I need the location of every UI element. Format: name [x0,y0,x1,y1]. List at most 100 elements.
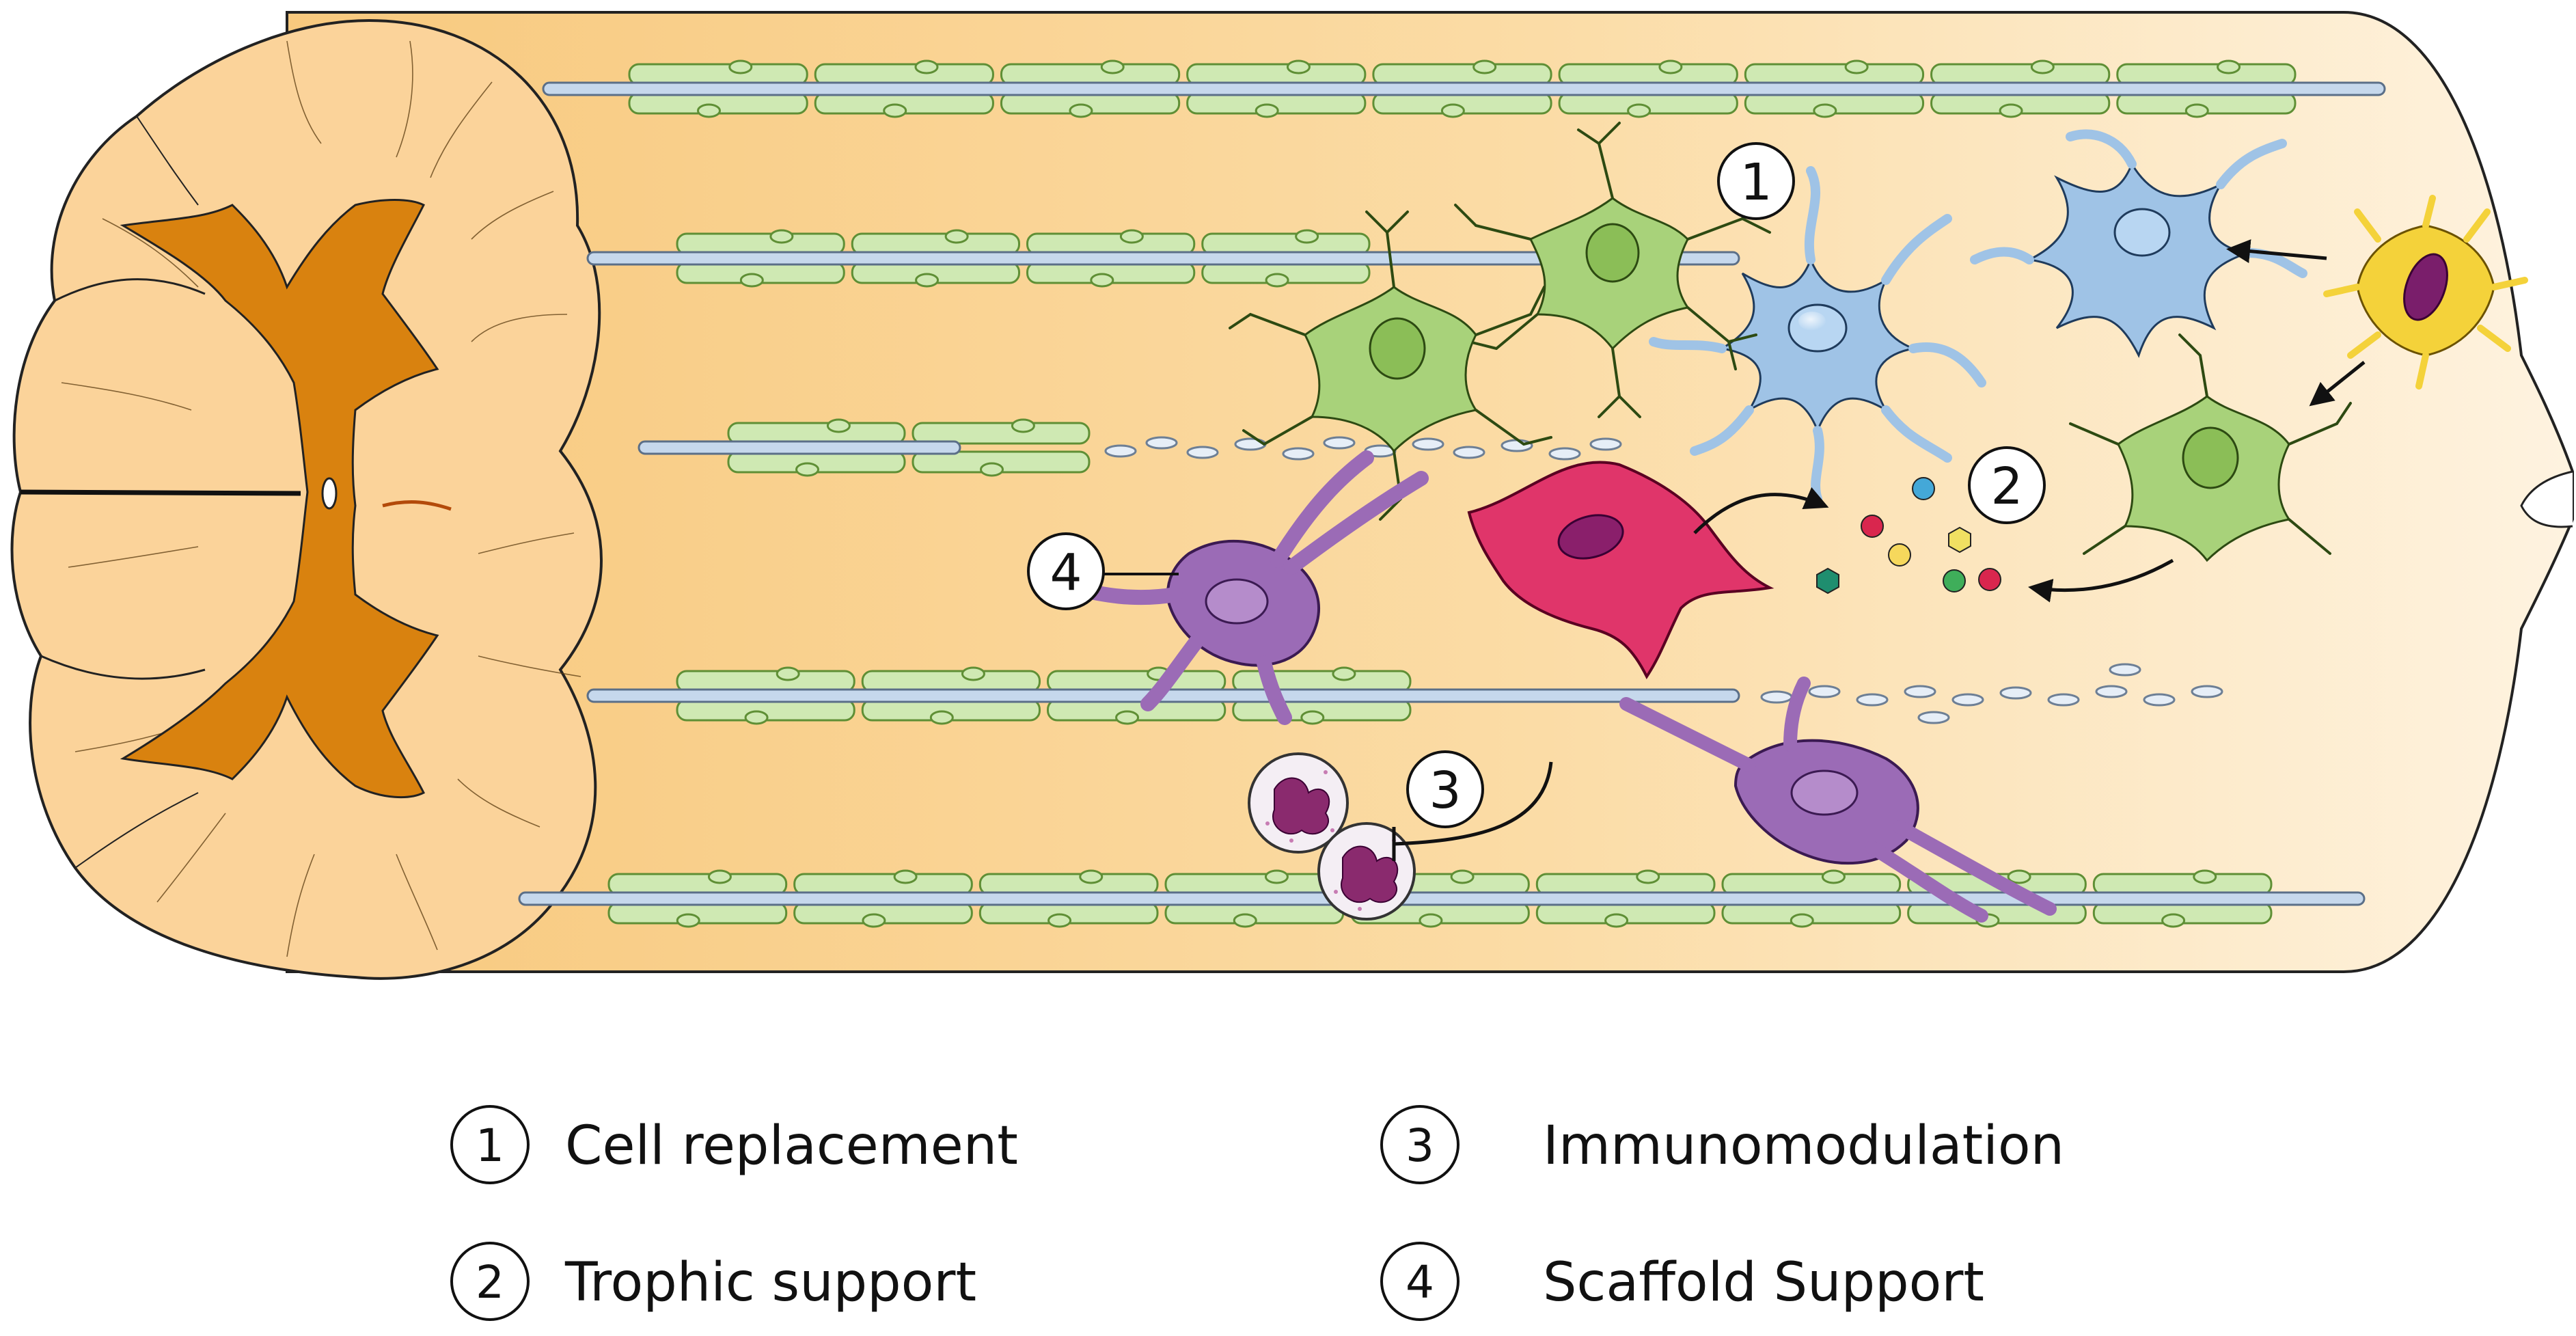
axon-bundle [518,869,2366,928]
debris-fragment [1323,436,1356,450]
activated-stem-cell [2323,195,2528,390]
schwann-nucleus [1627,103,1652,118]
debris-fragment [2143,693,2176,707]
legend-item-3: 3 Immunomodulation [1380,1105,2064,1184]
schwann-nucleus [769,229,794,244]
debris-fragment [1808,685,1841,698]
debris-fragment [1589,437,1622,451]
axon [586,251,1740,266]
axon-bundle [586,229,1740,288]
debris-fragment [1282,447,1315,461]
trophic-factor [1888,543,1911,567]
scaffold-cell-lower [1619,677,2057,923]
schwann-nucleus [1100,59,1125,74]
schwann-nucleus [914,59,939,74]
axon [638,440,961,455]
trophic-factors [1816,477,2001,595]
schwann-nucleus [795,462,819,477]
immune-cell-1 [1248,752,1349,854]
schwann-nucleus [826,418,851,433]
schwann-nucleus [1119,229,1144,244]
schwann-nucleus [776,666,800,681]
axon-layer [518,59,2386,928]
debris-fragment [1856,693,1889,707]
immune-cell-2 [1317,822,1416,921]
schwann-nucleus [1472,59,1497,74]
schwann-nucleus [1255,103,1279,118]
marker-3: 3 [1406,750,1484,828]
axon-bundle [542,59,2386,118]
myelin-sheath [912,422,1091,445]
schwann-nucleus [728,59,753,74]
debris-fragment [2191,685,2223,698]
svg-text:1: 1 [476,1119,504,1172]
debris-fragment [1999,686,2032,700]
svg-text:3: 3 [1429,761,1461,820]
legend-item-4: 4 Scaffold Support [1380,1242,1984,1321]
schwann-nucleus [1286,59,1311,74]
axon-debris [1104,436,2223,724]
macrophage-cell [1467,461,1775,679]
legend-item-2: 2 Trophic support [450,1242,976,1321]
schwann-nucleus [1300,710,1325,725]
schwann-nucleus [1264,869,1289,884]
schwann-nucleus [2007,869,2031,884]
schwann-nucleus [739,273,764,288]
schwann-nucleus [862,913,886,928]
axon [518,891,2366,906]
inhibition-line [1393,761,1553,846]
arrow-macrophage-to-factors [1693,487,1829,534]
axon-bundle [638,418,1091,477]
schwann-nucleus [929,710,954,725]
schwann-nucleus [1090,273,1114,288]
trophic-factor [1978,568,2001,591]
schwann-nucleus [1844,59,1869,74]
debris-fragment [2047,693,2080,707]
svg-text:Immunomodulation: Immunomodulation [1543,1115,2064,1177]
debris-fragment [1412,437,1444,451]
microglia-cell-left [1229,210,1552,521]
debris-fragment [1145,436,1178,450]
svg-text:Scaffold Support: Scaffold Support [1543,1252,1984,1313]
svg-text:2: 2 [1990,457,2023,516]
trophic-factor [1912,477,1935,500]
legend-item-1: 1 Cell replacement [450,1105,1018,1184]
arrow-microglia-to-factors [2028,558,2174,603]
schwann-nucleus [707,869,732,884]
svg-text:3: 3 [1406,1119,1434,1172]
spinal-cord-cross-section [10,18,603,980]
trophic-factor [1816,567,1839,595]
debris-fragment [1104,444,1137,458]
schwann-nucleus [2161,913,2186,928]
schwann-nucleus [1450,869,1475,884]
schwann-nucleus [1636,869,1660,884]
microglia-cell [1454,122,1771,418]
schwann-nucleus [1821,869,1846,884]
schwann-nucleus [2193,869,2217,884]
schwann-nucleus [2030,59,2055,74]
schwann-nucleus [744,710,769,725]
schwann-nucleus [1440,103,1465,118]
schwann-nucleus [893,869,918,884]
debris-fragment [1951,693,1984,707]
arrow-to-microglia [2309,361,2366,407]
schwann-nucleus [1604,913,1629,928]
schwann-nucleus [1233,913,1257,928]
schwann-nucleus [1115,710,1140,725]
astrocyte-cell [1649,166,1986,504]
microglia-cell-right [2069,333,2352,562]
debris-fragment [1453,446,1485,459]
schwann-nucleus [961,666,985,681]
axon [542,81,2386,96]
debris-fragment [1917,711,1950,724]
svg-text:4: 4 [1406,1256,1434,1309]
schwann-nucleus [1047,913,1072,928]
schwann-nucleus [980,462,1004,477]
debris-fragment [1904,685,1936,698]
schwann-nucleus [1999,103,2023,118]
schwann-nucleus [944,229,969,244]
debris-fragment [1234,437,1267,451]
schwann-nucleus [1419,913,1443,928]
schwann-nucleus [676,913,700,928]
